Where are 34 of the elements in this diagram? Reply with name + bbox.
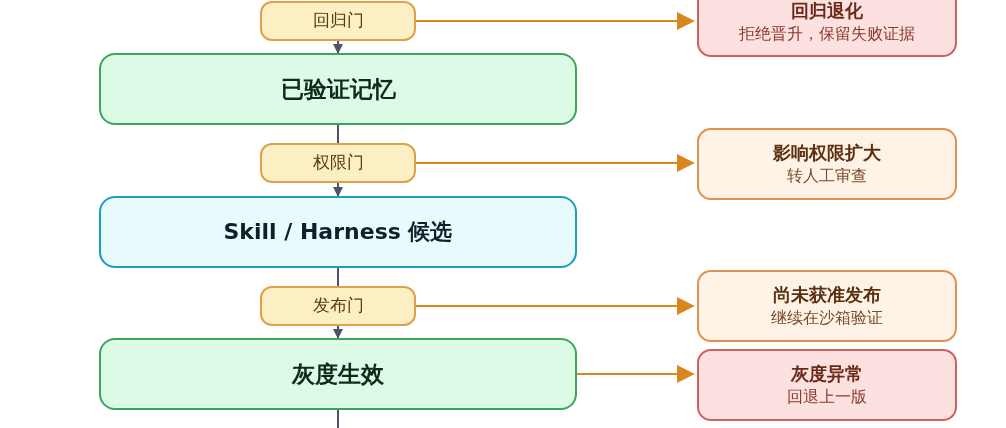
arrow [415,154,695,172]
node-title: Skill / Harness 候选 [223,217,453,246]
gate-box [260,1,416,41]
arrow [415,12,695,30]
arrow [333,182,343,197]
node-title: 回归退化 [791,0,863,23]
node-title: 尚未获准发布 [773,283,881,308]
node-subtitle: 继续在沙箱验证 [771,307,883,330]
gate-box [260,143,416,183]
node-title: 影响权限扩大 [773,141,881,166]
connector-line [337,267,339,287]
node-title: 权限门 [312,151,364,175]
node-subtitle: 回退上一版 [787,386,867,409]
node-title: 发布门 [312,294,364,318]
process-box [99,53,577,125]
gate-box [260,286,416,326]
arrow [333,40,343,54]
node-title: 灰度生效 [292,359,384,389]
process-box [99,338,577,410]
arrow [333,325,343,339]
outcome-box [697,128,957,200]
node-title: 已验证记忆 [280,74,396,104]
connector-line [337,409,339,428]
node-subtitle: 转人工审查 [787,165,867,188]
node-subtitle: 拒绝晋升，保留失败证据 [739,22,915,45]
node-title: 回归门 [312,9,364,33]
connector-line [337,124,339,144]
node-title: 灰度异常 [791,362,863,387]
process-box [99,196,577,268]
outcome-box [697,349,957,421]
outcome-box [697,270,957,342]
outcome-box [697,0,957,57]
arrow [576,365,695,383]
arrow [415,297,695,315]
